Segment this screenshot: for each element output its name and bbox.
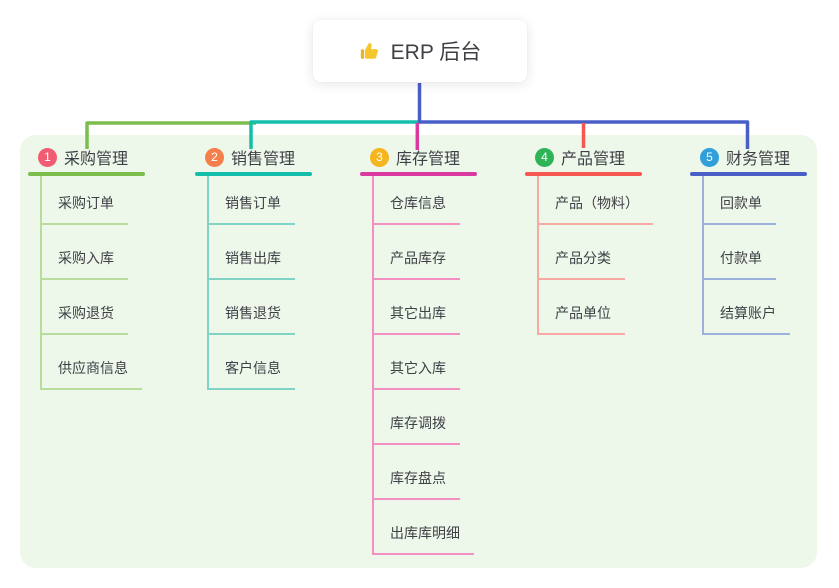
child-node[interactable]: 付款单 bbox=[704, 225, 776, 280]
branch-number-badge: 2 bbox=[205, 147, 224, 167]
child-node[interactable]: 客户信息 bbox=[209, 335, 295, 390]
branches-panel bbox=[20, 135, 817, 568]
branch-5: 5 财务管理回款单付款单结算账户 bbox=[690, 146, 807, 335]
branch-underline bbox=[28, 172, 145, 176]
branch-underline bbox=[360, 172, 477, 176]
branch-label: 采购管理 bbox=[64, 151, 129, 168]
child-node[interactable]: 产品库存 bbox=[374, 225, 460, 280]
thumbs-up-icon bbox=[359, 40, 381, 62]
branch-label: 销售管理 bbox=[231, 151, 296, 168]
branch-children: 产品（物料）产品分类产品单位 bbox=[537, 176, 653, 335]
child-node[interactable]: 出库库明细 bbox=[374, 500, 474, 555]
branch-label: 产品管理 bbox=[561, 151, 626, 168]
child-node[interactable]: 采购入库 bbox=[42, 225, 128, 280]
child-node[interactable]: 库存调拨 bbox=[374, 390, 460, 445]
branch-underline bbox=[525, 172, 642, 176]
root-label: ERP 后台 bbox=[390, 41, 482, 64]
branch-title[interactable]: 5 财务管理 bbox=[690, 146, 807, 168]
branch-label: 财务管理 bbox=[726, 151, 791, 168]
branch-children: 销售订单销售出库销售退货客户信息 bbox=[207, 176, 295, 390]
child-node[interactable]: 结算账户 bbox=[704, 280, 790, 335]
connector-root-and-branch-5 bbox=[417, 83, 750, 149]
connector-branch-1 bbox=[85, 121, 256, 149]
branch-underline bbox=[195, 172, 312, 176]
branch-2: 2 销售管理销售订单销售出库销售退货客户信息 bbox=[195, 146, 312, 390]
child-node[interactable]: 销售订单 bbox=[209, 176, 295, 225]
child-node[interactable]: 回款单 bbox=[704, 176, 776, 225]
branch-underline bbox=[690, 172, 807, 176]
branch-number-badge: 3 bbox=[370, 147, 389, 167]
child-node[interactable]: 销售出库 bbox=[209, 225, 295, 280]
child-node[interactable]: 其它出库 bbox=[374, 280, 460, 335]
child-node[interactable]: 库存盘点 bbox=[374, 445, 460, 500]
branch-title[interactable]: 4 产品管理 bbox=[525, 146, 653, 168]
child-node[interactable]: 产品（物料） bbox=[539, 176, 653, 225]
branch-children: 回款单付款单结算账户 bbox=[702, 176, 790, 335]
branch-title[interactable]: 2 销售管理 bbox=[195, 146, 312, 168]
branch-4: 4 产品管理产品（物料）产品分类产品单位 bbox=[525, 146, 653, 335]
branch-title[interactable]: 3 库存管理 bbox=[360, 146, 477, 168]
child-node[interactable]: 产品单位 bbox=[539, 280, 625, 335]
child-node[interactable]: 销售退货 bbox=[209, 280, 295, 335]
branch-1: 1 采购管理采购订单采购入库采购退货供应商信息 bbox=[28, 146, 145, 390]
branch-number-badge: 1 bbox=[38, 147, 57, 167]
root-node[interactable]: ERP 后台 bbox=[313, 20, 527, 82]
child-node[interactable]: 仓库信息 bbox=[374, 176, 460, 225]
branch-title[interactable]: 1 采购管理 bbox=[28, 146, 145, 168]
child-node[interactable]: 其它入库 bbox=[374, 335, 460, 390]
branch-children: 仓库信息产品库存其它出库其它入库库存调拨库存盘点出库库明细 bbox=[372, 176, 474, 555]
branch-number-badge: 4 bbox=[535, 147, 554, 167]
branch-number-badge: 5 bbox=[700, 147, 719, 167]
branch-children: 采购订单采购入库采购退货供应商信息 bbox=[40, 176, 142, 390]
branch-label: 库存管理 bbox=[396, 151, 461, 168]
child-node[interactable]: 产品分类 bbox=[539, 225, 625, 280]
child-node[interactable]: 采购订单 bbox=[42, 176, 128, 225]
connector-branch-2 bbox=[249, 120, 420, 149]
child-node[interactable]: 供应商信息 bbox=[42, 335, 142, 390]
child-node[interactable]: 采购退货 bbox=[42, 280, 128, 335]
branch-3: 3 库存管理仓库信息产品库存其它出库其它入库库存调拨库存盘点出库库明细 bbox=[360, 146, 477, 555]
